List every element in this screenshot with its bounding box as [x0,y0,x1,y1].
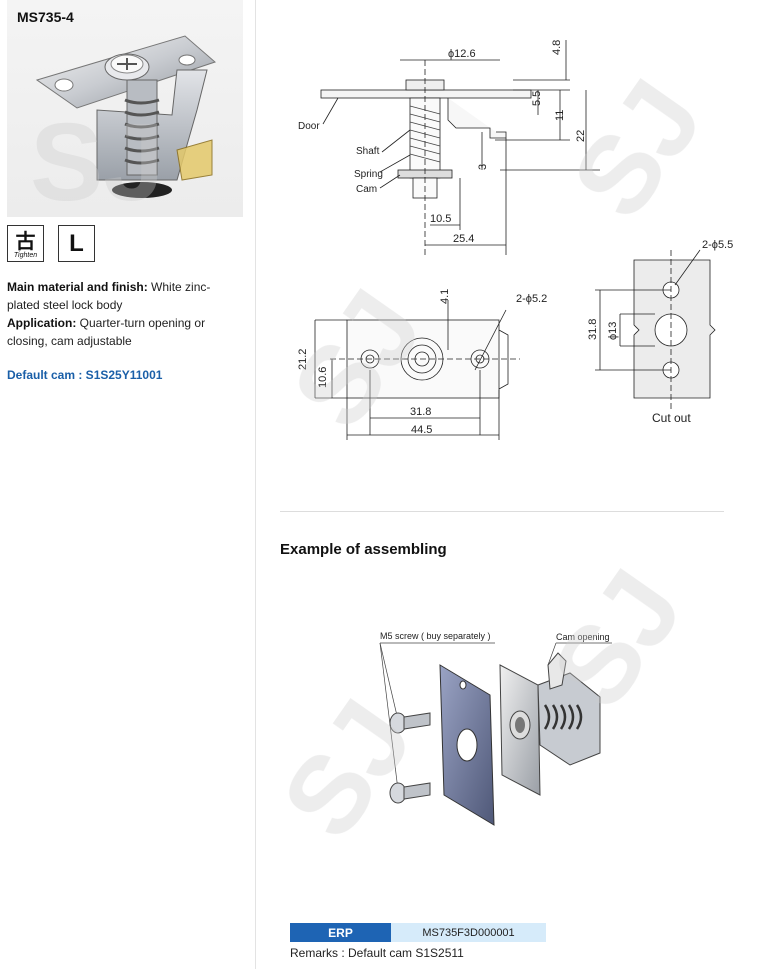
application-label: Application: [7,316,77,330]
product-description: Main material and finish: White zinc-pla… [7,278,237,350]
erp-table: ERP MS735F3D000001 [290,923,546,942]
dim-31-8: 31.8 [410,406,431,418]
product-photo-illustration [35,35,216,198]
label-spring: Spring [354,169,383,180]
product-photo [7,0,243,217]
material-value: White zinc-plated steel lock body [7,280,211,312]
product-info-column: MS735-4 古 Tighten L Main material and fi… [0,0,256,969]
dim-4-1: 4.1 [439,289,451,304]
dim-5-5: 5.5 [531,91,543,106]
dim-2-5-5: 2-ϕ5.5 [702,239,733,251]
tighten-icon: 古 Tighten [7,225,44,262]
screw-label: M5 screw ( buy separately ) [380,631,491,641]
label-cutout: Cut out [652,411,691,425]
dim-10-5: 10.5 [430,213,451,225]
dim-11: 11 [554,110,566,121]
assembling-title: Example of assembling [280,541,447,558]
dim-12-6: ϕ12.6 [448,48,476,60]
l-type-label: L [69,229,84,257]
dim-31-8-cutout: 31.8 [587,319,599,340]
label-shaft: Shaft [356,146,380,157]
erp-value: MS735F3D000001 [391,923,546,942]
dim-3: 3 [477,164,489,170]
label-cam: Cam [356,184,377,195]
application-value: Quarter-turn opening or closing, cam adj… [7,316,206,348]
material-label: Main material and finish: [7,280,148,294]
dim-2-5-2: 2-ϕ5.2 [516,293,547,305]
l-type-icon: L [58,225,95,262]
section-divider [280,511,724,512]
dim-4-8: 4.8 [551,40,563,55]
technical-drawing: ϕ12.6 4.8 5.5 11 22 3 10.5 25.4 Door Sha… [297,40,733,440]
cam-opening-label: Cam opening [556,632,610,642]
assembly-illustration: M5 screw ( buy separately ) Cam opening [379,631,612,826]
dim-13: ϕ13 [607,322,619,340]
erp-remarks: Remarks : Default cam S1S2511 [290,946,464,960]
svg-text:古: 古 [16,229,36,253]
label-door: Door [298,121,320,132]
dim-21-2: 21.2 [297,349,309,370]
tighten-icon-label: Tighten [14,252,37,259]
default-cam-text: Default cam : S1S25Y11001 [7,368,163,382]
dim-22: 22 [575,130,587,142]
product-title: MS735-4 [17,9,74,25]
erp-label: ERP [290,923,391,942]
dim-10-6: 10.6 [317,367,329,388]
dim-44-5: 44.5 [411,424,432,436]
dim-25-4: 25.4 [453,233,474,245]
